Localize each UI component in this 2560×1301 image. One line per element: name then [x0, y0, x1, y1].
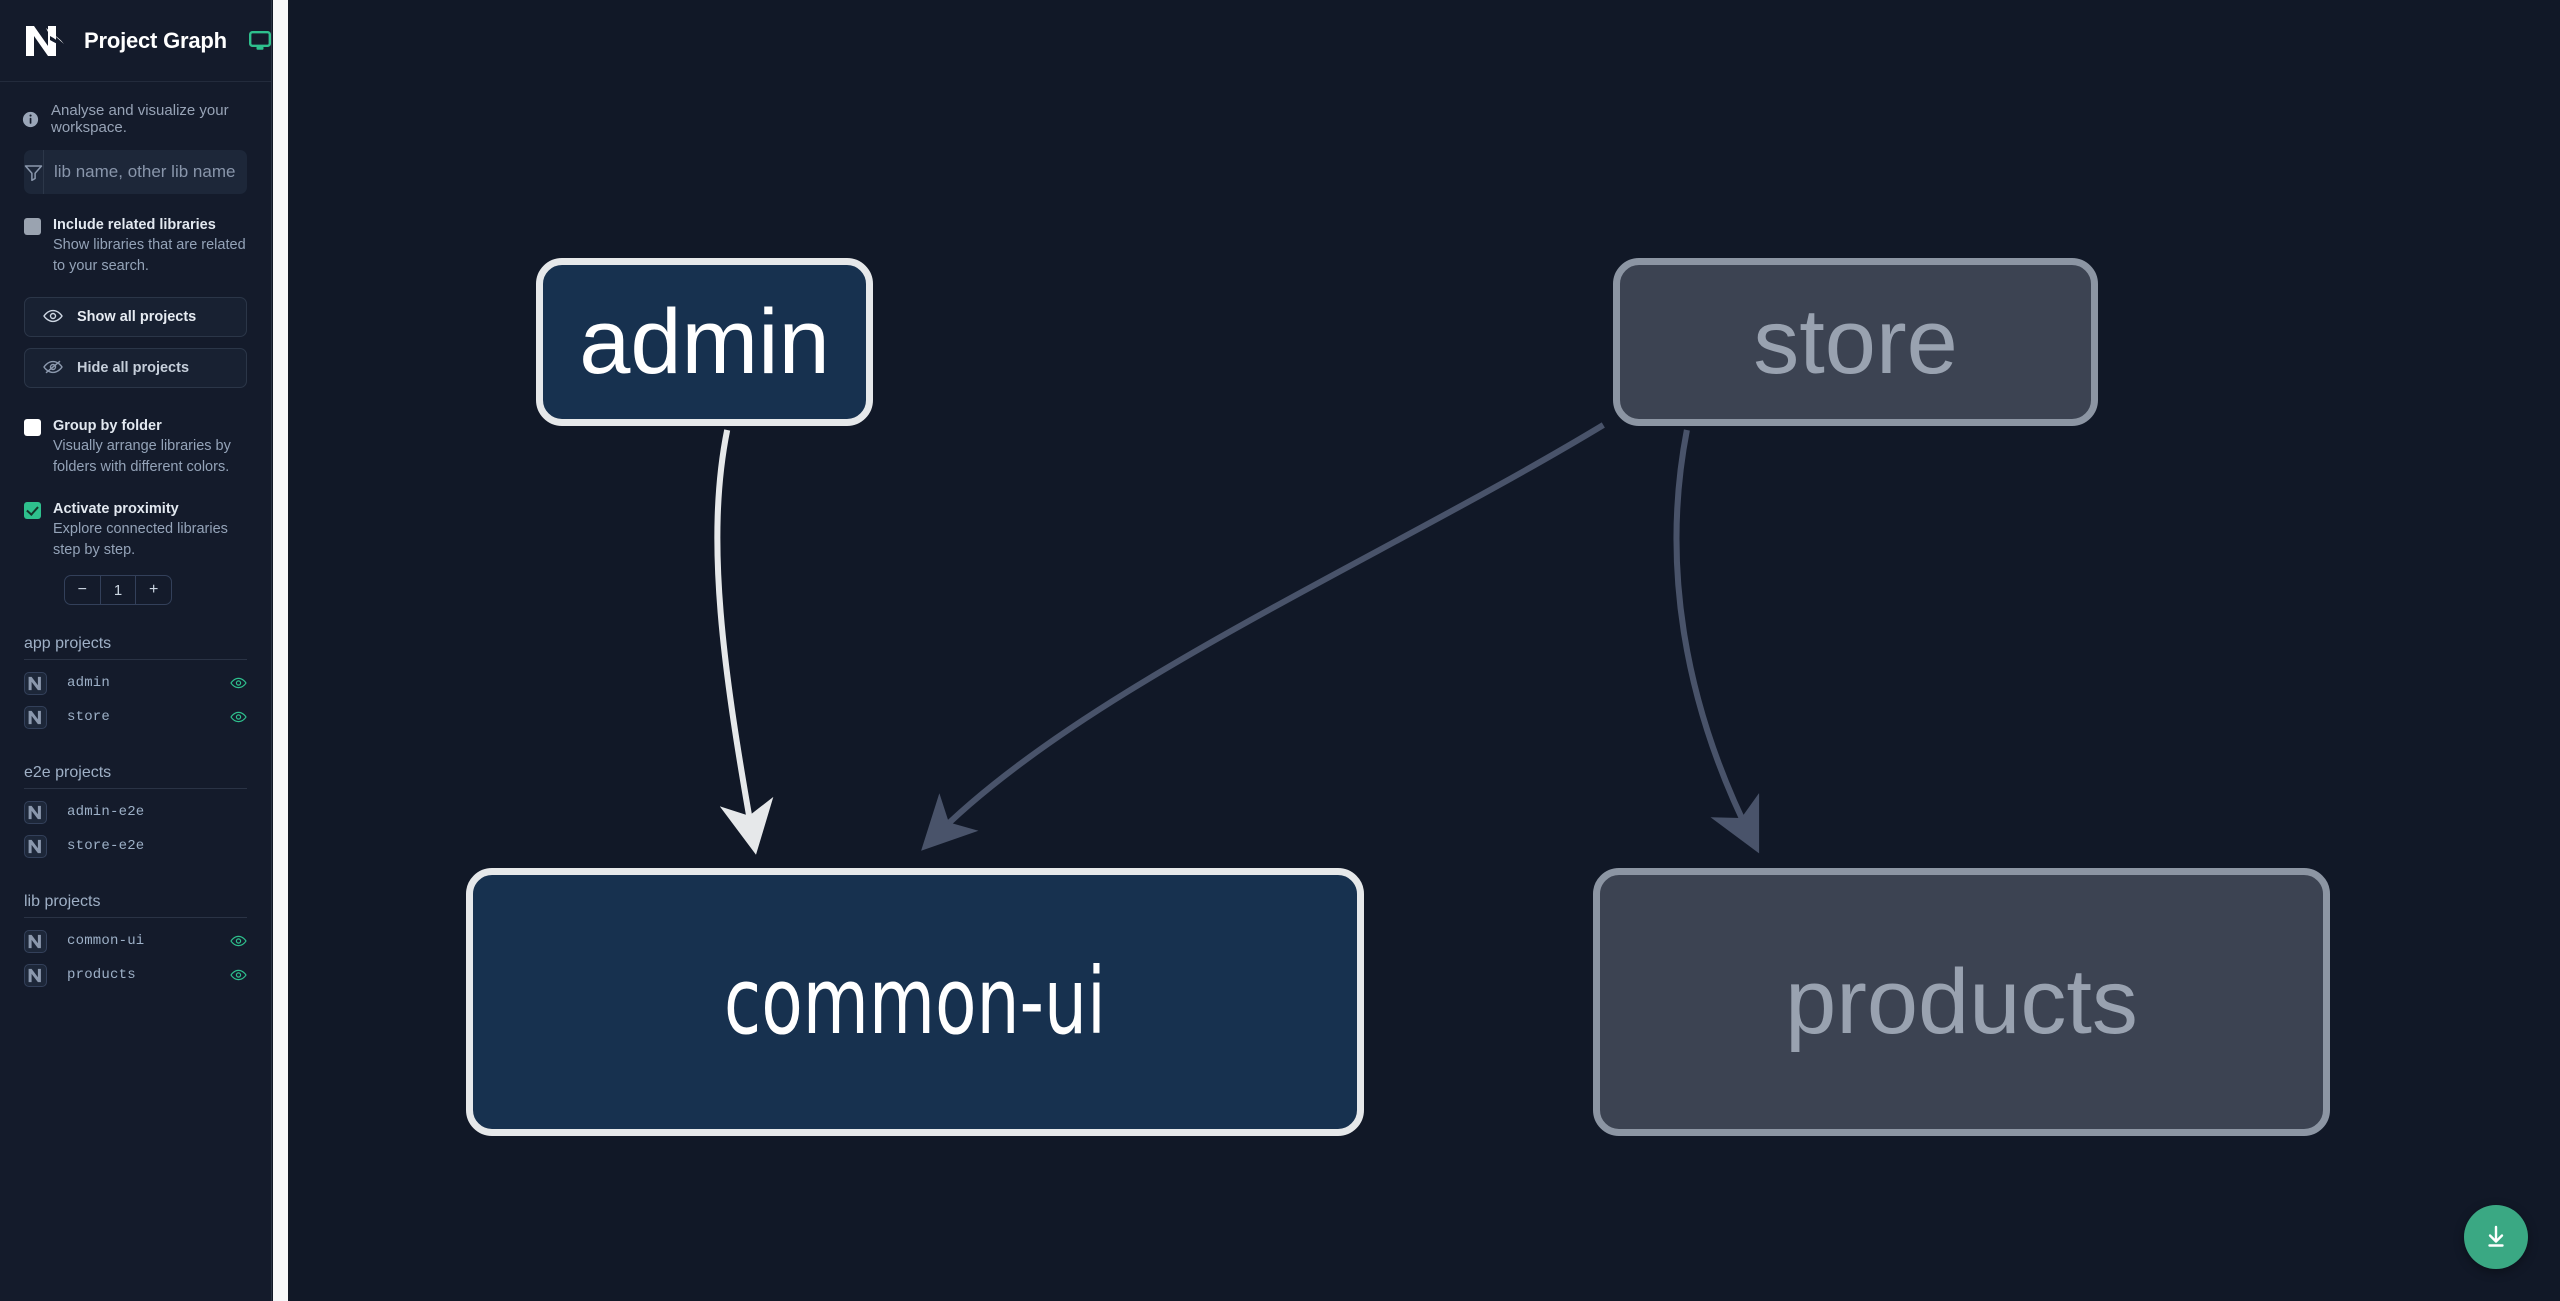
hide-all-projects-button[interactable]: Hide all projects	[24, 348, 247, 389]
sidebar-scrollbar[interactable]	[273, 0, 288, 1301]
option-group-by-folder[interactable]: Group by folder Visually arrange librari…	[24, 409, 247, 478]
project-group-app: app projects admin	[24, 635, 247, 734]
nx-project-icon	[24, 671, 47, 695]
project-row-common-ui[interactable]: common-ui	[24, 924, 247, 958]
eye-icon	[43, 309, 63, 325]
eye-icon[interactable]	[230, 968, 247, 982]
edge-admin-to-common-ui	[714, 429, 774, 855]
edge-store-to-products	[1673, 429, 1760, 854]
hide-all-projects-label: Hide all projects	[77, 360, 190, 377]
download-icon	[2488, 1225, 2504, 1247]
eye-icon[interactable]	[230, 710, 247, 724]
graph-node-label: admin	[579, 291, 830, 393]
checkbox-activate-proximity[interactable]	[24, 502, 41, 520]
sidebar-body: Include related libraries Show libraries…	[0, 150, 271, 992]
eye-icon[interactable]	[230, 934, 247, 948]
project-name: admin-e2e	[67, 804, 145, 821]
divider	[24, 917, 247, 919]
proximity-increment-button[interactable]: +	[149, 581, 159, 599]
project-row-admin[interactable]: admin	[24, 666, 247, 700]
sidebar: Project Graph Analyse and visualize your…	[0, 0, 272, 1301]
divider	[24, 659, 247, 661]
divider	[24, 788, 247, 790]
search-field-wrapper[interactable]	[24, 150, 247, 194]
project-row-products[interactable]: products	[24, 958, 247, 992]
project-name: common-ui	[67, 933, 145, 950]
project-name: store	[67, 709, 111, 726]
search-input[interactable]	[44, 150, 247, 194]
project-group-title: lib projects	[24, 893, 101, 911]
nx-project-icon	[24, 963, 47, 987]
proximity-decrement-button[interactable]: −	[77, 581, 87, 599]
eye-icon[interactable]	[230, 676, 247, 690]
tagline-row: Analyse and visualize your workspace.	[0, 82, 271, 150]
page-title: Project Graph	[84, 27, 227, 53]
option-activate-proximity[interactable]: Activate proximity Explore connected lib…	[24, 492, 247, 561]
option-label: Group by folder	[53, 418, 162, 435]
tagline-text: Analyse and visualize your workspace.	[51, 102, 229, 136]
option-label: Activate proximity	[53, 501, 179, 518]
option-description: Visually arrange libraries by folders wi…	[53, 438, 231, 476]
graph-canvas[interactable]: admin store common-ui products	[272, 0, 2560, 1301]
info-icon	[22, 111, 39, 128]
download-graph-button[interactable]	[2464, 1205, 2528, 1269]
option-include-related-libraries[interactable]: Include related libraries Show libraries…	[24, 208, 247, 277]
proximity-stepper[interactable]: − 1 +	[64, 575, 172, 606]
project-group-title: e2e projects	[24, 764, 112, 782]
show-all-projects-label: Show all projects	[77, 309, 197, 326]
graph-node-admin[interactable]: admin	[536, 258, 873, 426]
project-row-admin-e2e[interactable]: admin-e2e	[24, 795, 247, 829]
nx-logo-icon	[24, 22, 68, 60]
eye-off-icon	[43, 360, 63, 376]
project-name: admin	[67, 675, 111, 692]
project-row-store-e2e[interactable]: store-e2e	[24, 829, 247, 863]
graph-node-products[interactable]: products	[1593, 868, 2330, 1136]
nx-project-icon	[24, 800, 47, 824]
option-label: Include related libraries	[53, 217, 216, 233]
project-row-store[interactable]: store	[24, 700, 247, 734]
option-description: Show libraries that are related to your …	[53, 237, 246, 275]
graph-node-label: store	[1753, 291, 1958, 393]
nx-project-icon	[24, 705, 47, 729]
graph-node-common-ui[interactable]: common-ui	[466, 868, 1364, 1136]
project-group-e2e: e2e projects admin-e2e	[24, 764, 247, 863]
edge-store-to-common-ui	[921, 422, 1605, 851]
project-name: products	[67, 967, 136, 984]
sidebar-header: Project Graph	[0, 0, 271, 82]
option-description: Explore connected libraries step by step…	[53, 521, 228, 559]
project-group-lib: lib projects common-ui	[24, 893, 247, 992]
graph-edges	[714, 422, 1760, 855]
monitor-icon[interactable]	[248, 30, 271, 51]
graph-node-label: products	[1785, 951, 2138, 1053]
nx-project-icon	[24, 834, 47, 858]
project-name: store-e2e	[67, 838, 145, 855]
checkbox-include-related-libraries[interactable]	[24, 218, 41, 235]
checkbox-group-by-folder[interactable]	[24, 419, 41, 437]
funnel-icon	[24, 150, 44, 194]
project-group-title: app projects	[24, 635, 112, 653]
show-all-projects-button[interactable]: Show all projects	[24, 297, 247, 338]
nx-project-icon	[24, 929, 47, 953]
graph-node-label: common-ui	[724, 948, 1106, 1055]
proximity-value: 1	[99, 576, 137, 605]
graph-node-store[interactable]: store	[1613, 258, 2098, 426]
